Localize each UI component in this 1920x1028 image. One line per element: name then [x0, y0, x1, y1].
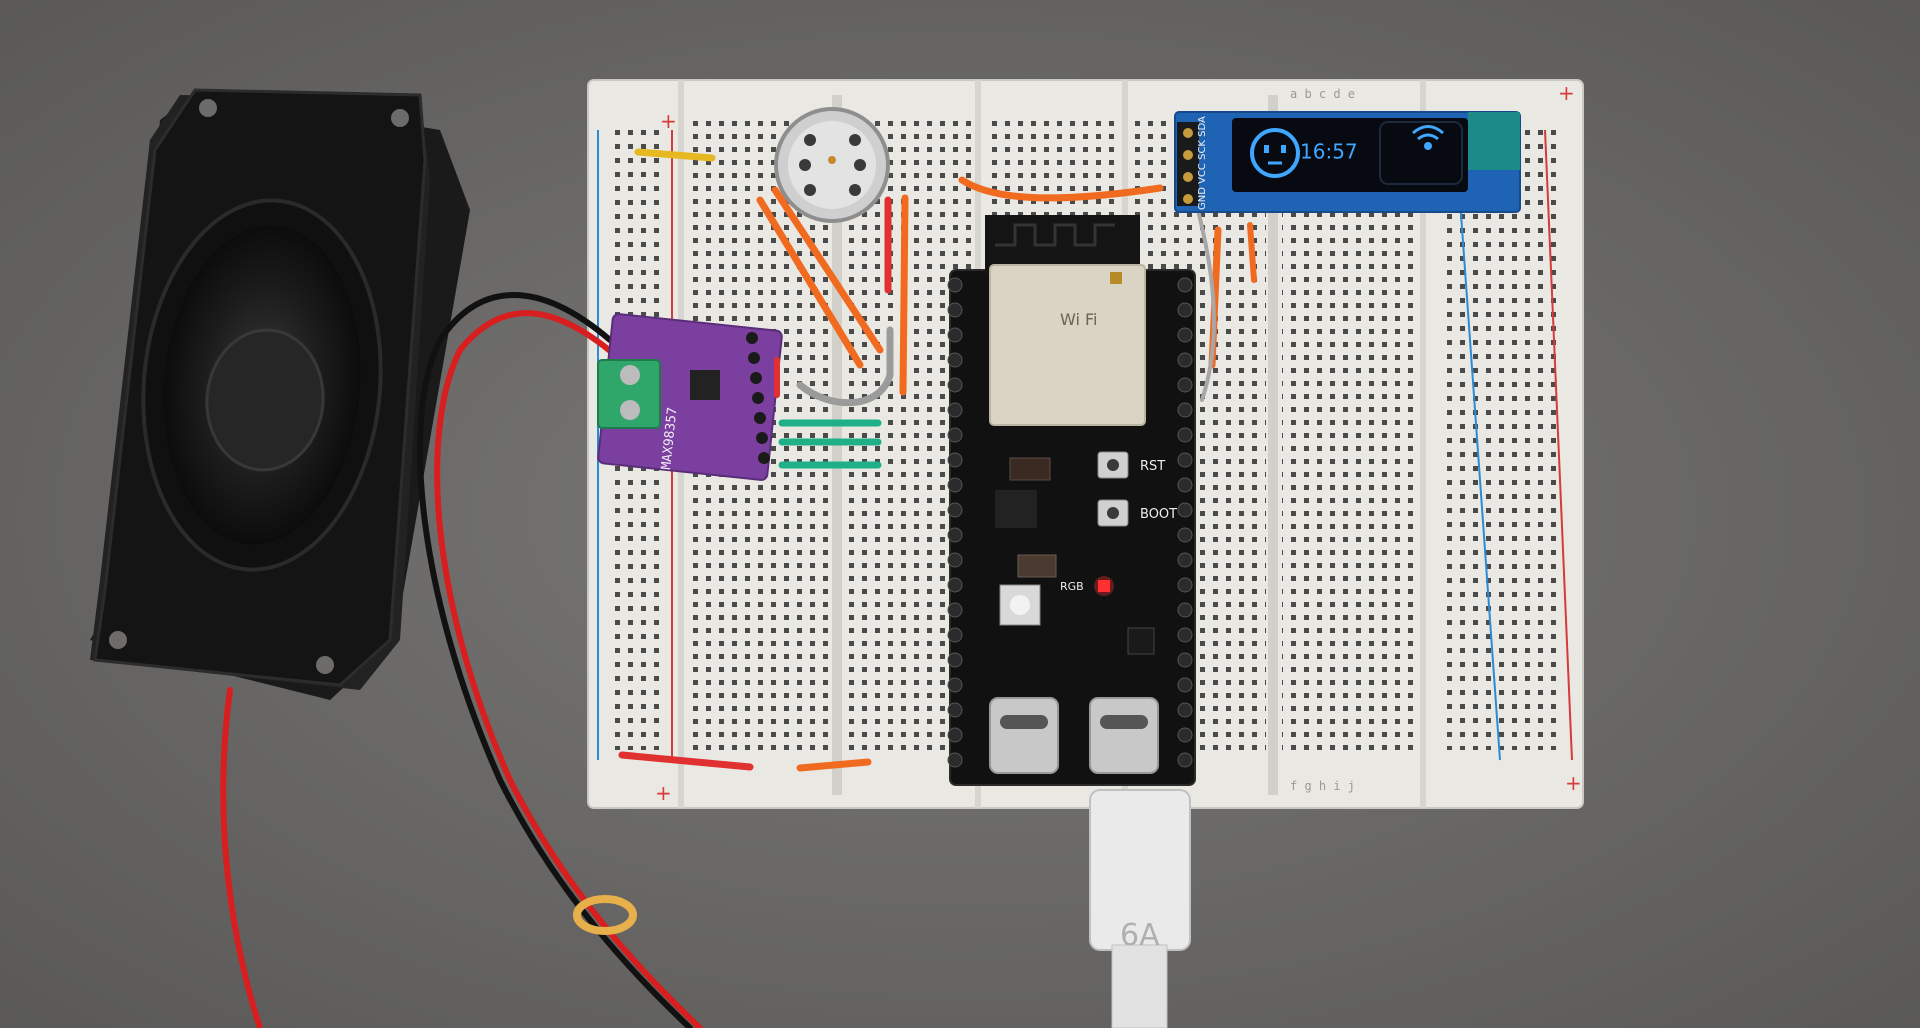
power-led: [1098, 580, 1110, 592]
jumper-wires: [618, 148, 1257, 772]
screw-terminal: [597, 359, 661, 429]
rst-label: RST: [1140, 459, 1165, 474]
amplifier-module: MAX98357: [597, 313, 783, 481]
oled-display-module: GND VCC SCK SDA 16:57: [1174, 111, 1521, 213]
cable-marking: 6A: [1120, 918, 1160, 953]
amp-chip-label: MAX98357: [659, 407, 680, 471]
speaker-wires: [220, 292, 703, 1028]
mount-hole-icon: [391, 109, 409, 127]
mount-hole-icon: [199, 99, 217, 117]
oled-pin-labels: GND VCC SCK SDA: [1197, 116, 1208, 210]
rubber-band: [573, 895, 637, 935]
right-pin-header: [1177, 277, 1193, 768]
rail-plus-label-right: +: [1558, 81, 1575, 105]
boot-label: BOOT: [1140, 507, 1177, 522]
column-letters-top: a b c d e: [1290, 87, 1355, 101]
rgb-label: RGB: [1060, 580, 1084, 593]
wifi-icon: [1412, 125, 1444, 150]
smiley-face-icon: [1250, 128, 1300, 178]
rail-plus-label-bottom-right: +: [1565, 771, 1582, 795]
mount-hole-icon: [109, 631, 127, 649]
esp32-board: Wi Fi RST BOOT RGB: [947, 215, 1196, 786]
amp-chip: [690, 370, 720, 400]
left-pin-header: [947, 277, 963, 768]
rail-plus-label-bottom: +: [655, 781, 672, 805]
microphone-module: [774, 107, 890, 223]
oled-time: 16:57: [1300, 140, 1358, 164]
speaker: [90, 88, 470, 700]
amp-header-pins: [746, 332, 770, 464]
mount-hole-icon: [316, 656, 334, 674]
usb-c-port-left: [989, 697, 1059, 774]
wifi-logo: Wi Fi: [1060, 310, 1097, 329]
usb-cable: 6A: [1089, 789, 1191, 1028]
rail-plus-label: +: [660, 109, 677, 133]
rf-shield: [989, 264, 1146, 426]
usb-c-port-right: [1089, 697, 1159, 774]
column-letters-bottom: f g h i j: [1290, 779, 1355, 793]
